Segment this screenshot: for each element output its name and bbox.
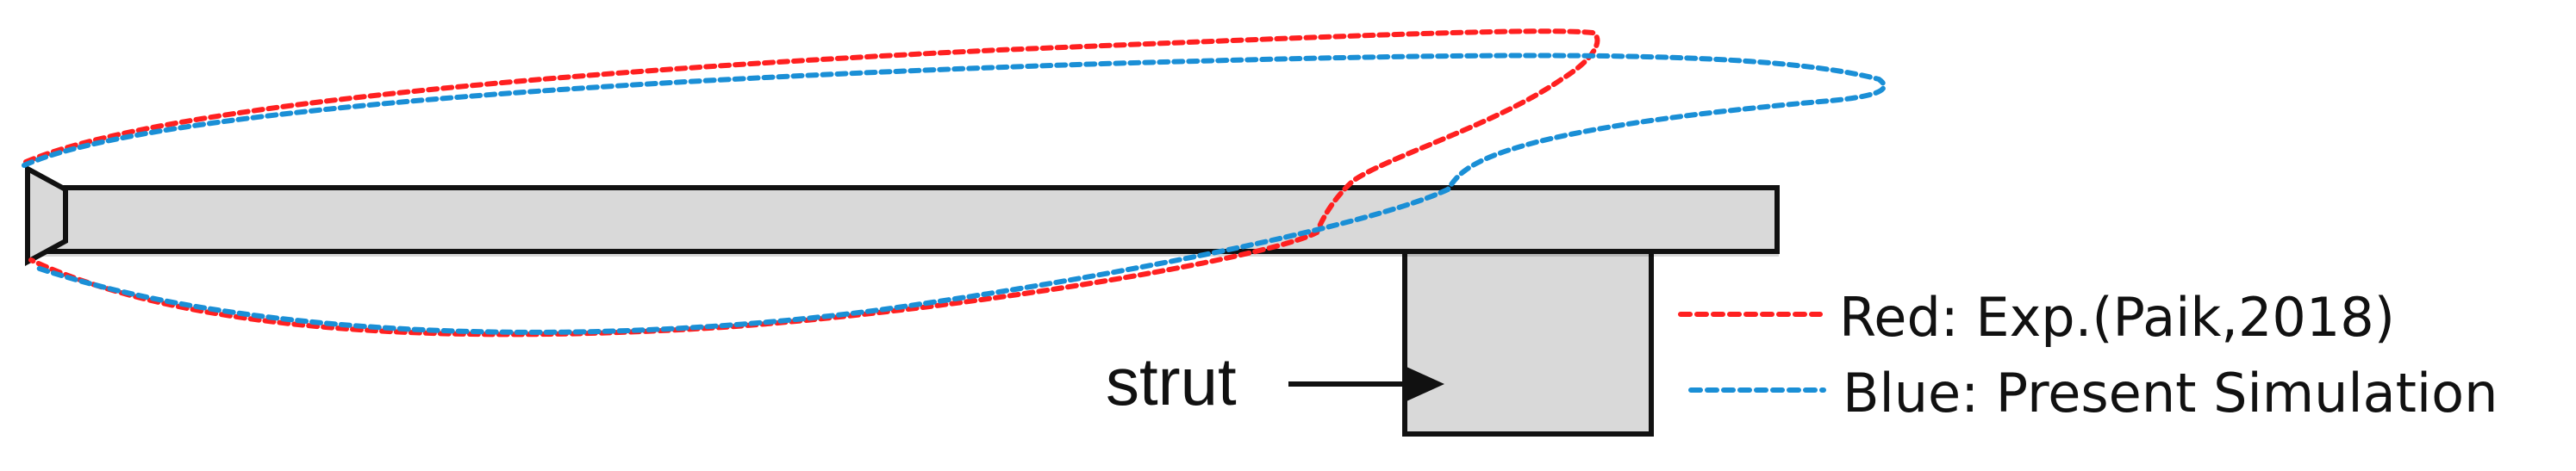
blue-cavity-outline [22, 53, 1887, 335]
strut-box [1402, 240, 1654, 437]
strut-label: strut [1106, 344, 1237, 419]
foil-leading-edge [25, 164, 68, 267]
strut-arrow-head [1407, 367, 1444, 401]
hydrofoil [25, 164, 1780, 267]
legend: Red: Exp.(Paik,2018) Blue: Present Simul… [1678, 286, 2498, 425]
legend-red-label: Red: Exp.(Paik,2018) [1839, 286, 2395, 349]
foil-body [25, 185, 1780, 254]
legend-blue-label: Blue: Present Simulation [1843, 362, 2498, 425]
